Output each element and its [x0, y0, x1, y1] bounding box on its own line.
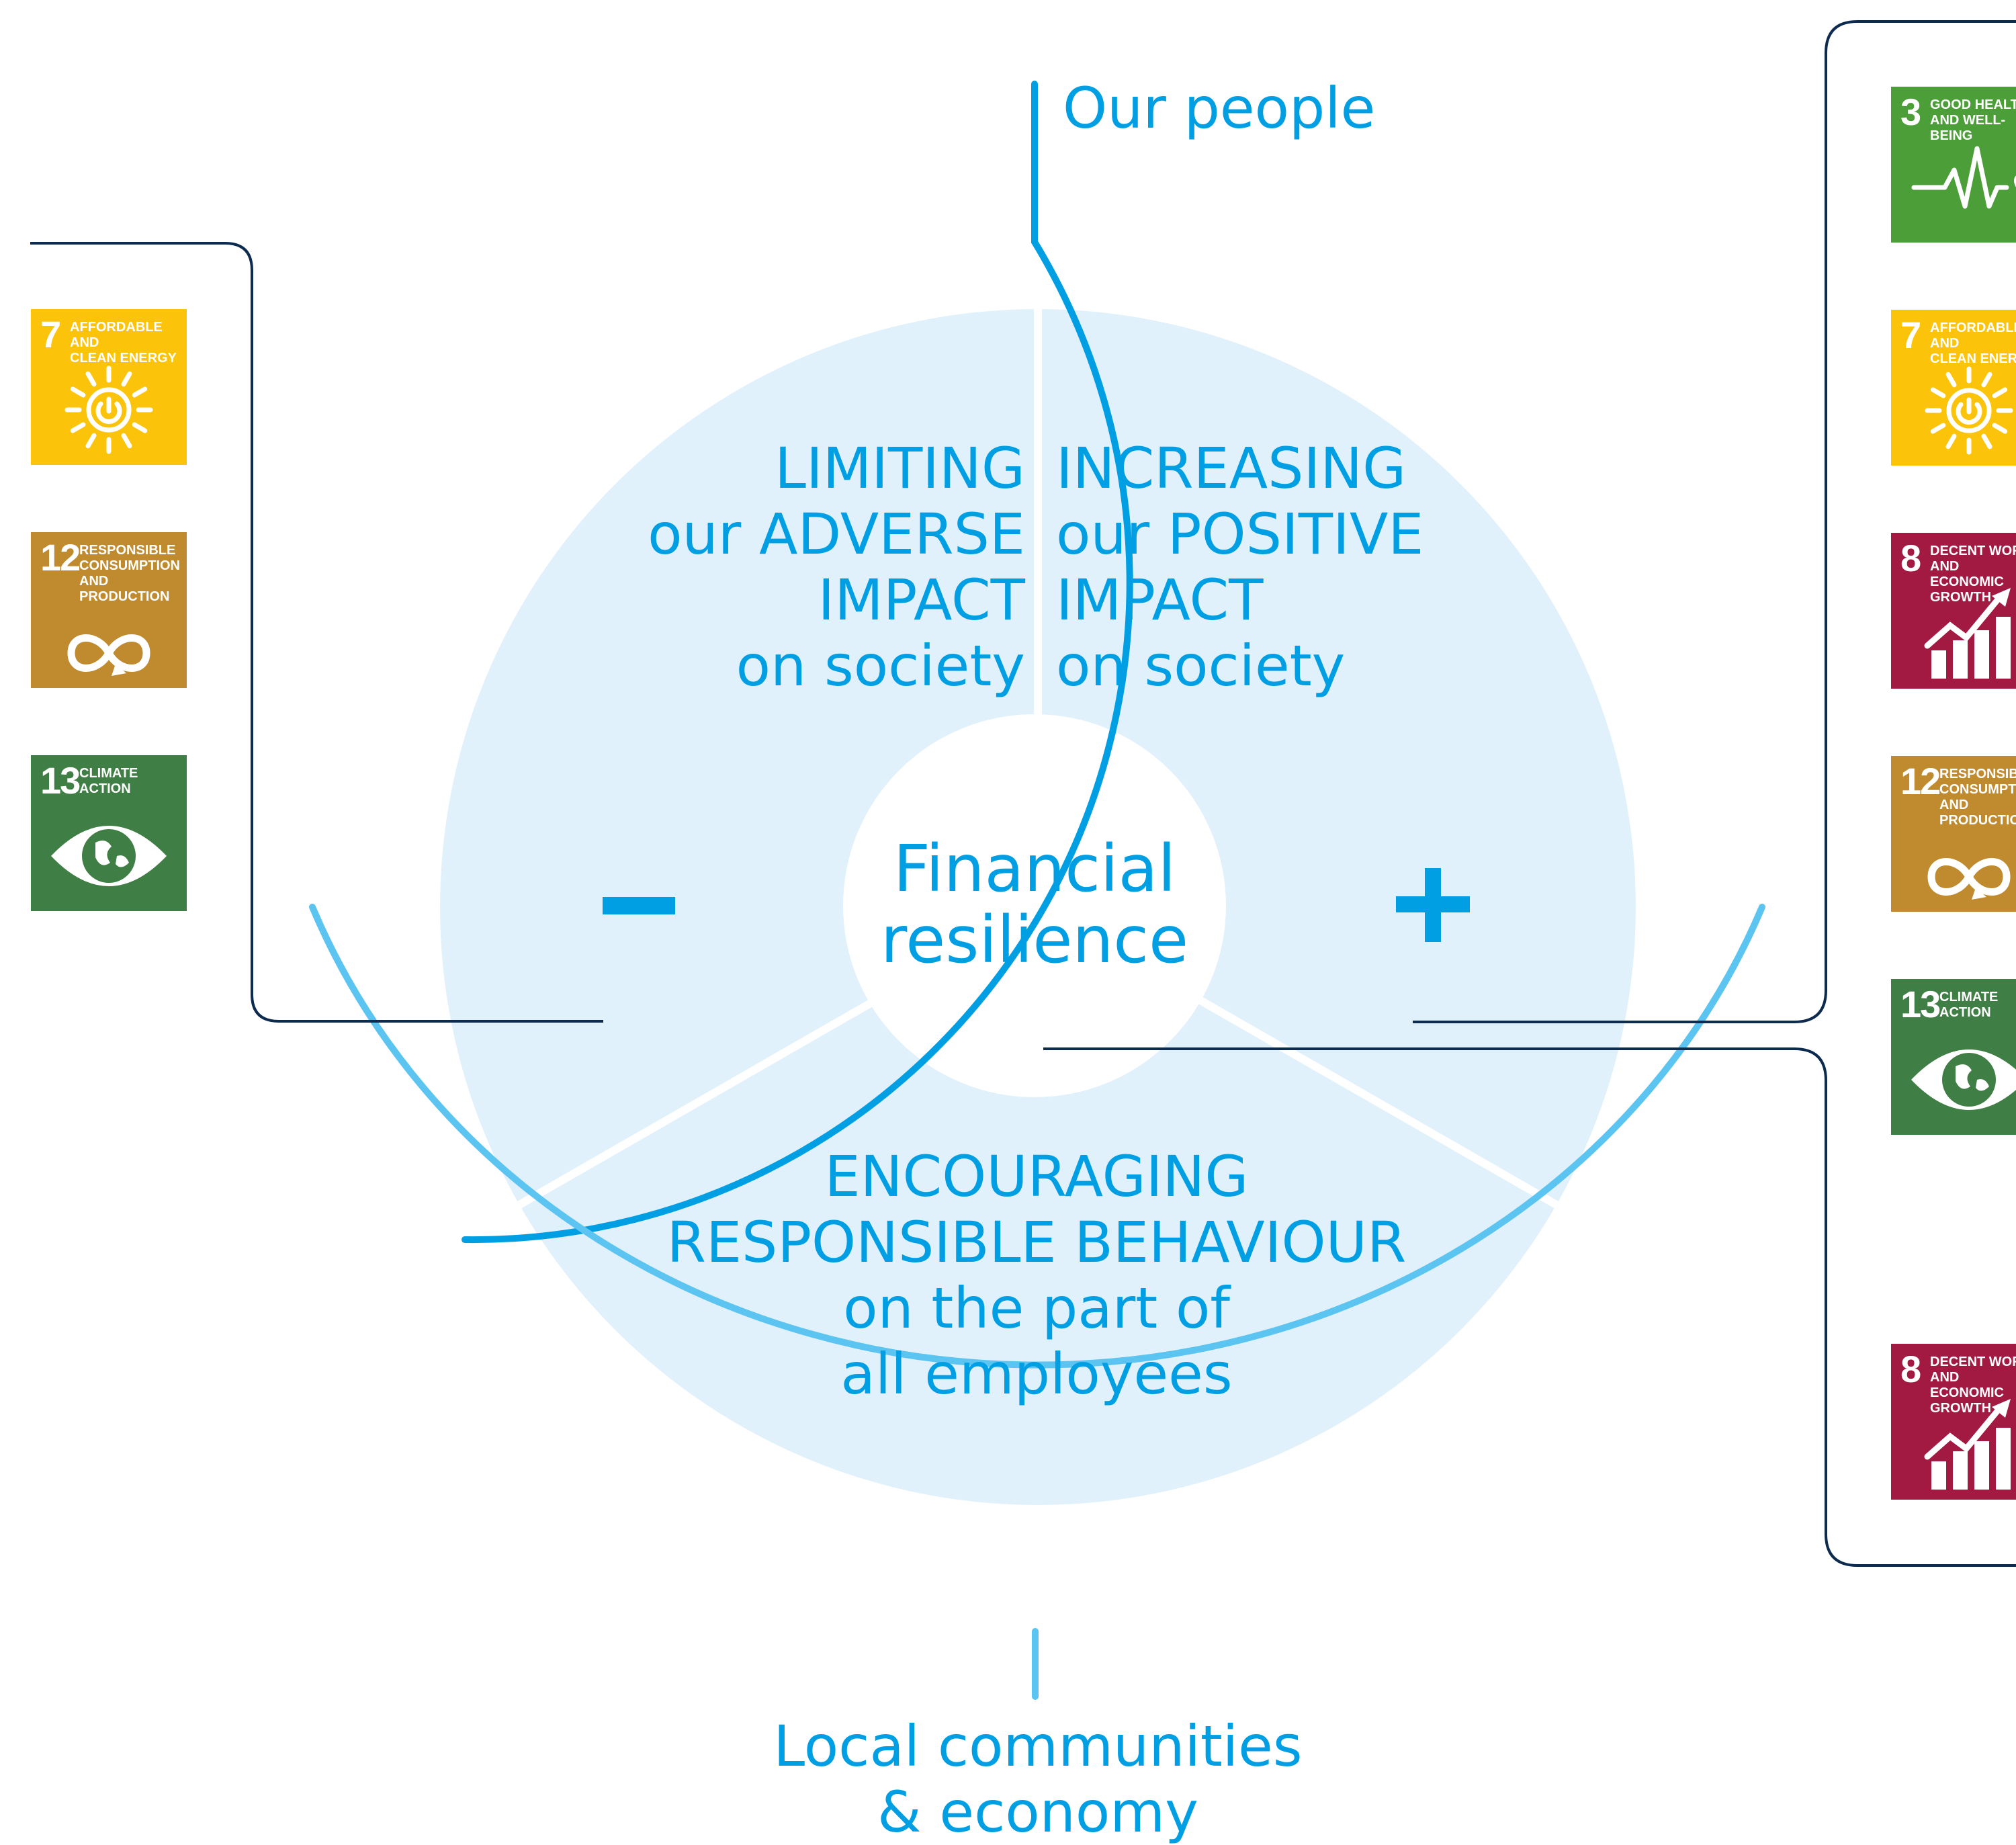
sdg-goal-number: 13 [40, 759, 81, 802]
segment-encouraging-behaviour: ENCOURAGING RESPONSIBLE BEHAVIOUR on the… [666, 1144, 1407, 1407]
sdg-goal-number: 12 [40, 536, 81, 578]
sun-power-icon [64, 366, 153, 454]
sdg-goal-number: 7 [1900, 314, 1921, 356]
earth-eye-icon [1911, 1049, 2016, 1110]
infinity-icon [67, 634, 150, 676]
sdg-goal-number: 8 [1900, 537, 1921, 579]
minus-sign-icon [603, 897, 675, 914]
segment-limiting-adverse: LIMITING our ADVERSE IMPACT on society [648, 435, 1025, 699]
sdg-goal-title: CLIMATE ACTION [1939, 990, 1999, 1020]
sdg-goal-number: 3 [1900, 91, 1921, 133]
right-goals-bottom-connector [1043, 1047, 2016, 1567]
sdg-goal-title: RESPONSIBLE CONSUMPTION AND PRODUCTION [79, 543, 180, 604]
plus-sign-icon-vertical [1425, 868, 1441, 942]
sdg-goal-title: GOOD HEALTH AND WELL-BEING [1930, 97, 2016, 143]
our-people-arc [462, 81, 1133, 1244]
sun-power-icon [1925, 366, 2013, 455]
local-communities-arc [309, 904, 1765, 1369]
sdg-goal-number: 7 [40, 313, 61, 355]
sdg-goal-title: DECENT WORK AND ECONOMIC GROWTH [1930, 544, 2016, 605]
sdg-goal-number: 13 [1900, 983, 1941, 1025]
left-goals-connector [30, 242, 603, 1023]
center-circle [843, 714, 1226, 1097]
sdg-goal-title: AFFORDABLE AND CLEAN ENERGY [70, 320, 177, 366]
segment-increasing-positive: INCREASING our POSITIVE IMPACT on societ… [1056, 435, 1424, 699]
right-goals-top-connector [1413, 20, 2016, 1023]
sdg-goal-title: RESPONSIBLE CONSUMPTION AND PRODUCTION [1939, 767, 2016, 828]
sdg-goal-title: CLIMATE ACTION [79, 766, 138, 796]
local-communities-label: Local communities & economy [773, 1713, 1303, 1845]
sdg-goal-title: DECENT WORK AND ECONOMIC GROWTH [1930, 1355, 2016, 1416]
infinity-icon [1927, 858, 2011, 900]
sdg-goal-title: AFFORDABLE AND CLEAN ENERGY [1930, 320, 2016, 366]
earth-eye-icon [51, 826, 167, 886]
our-people-label: Our people [1063, 75, 1376, 141]
financial-resilience-label: Financial resilience [880, 831, 1189, 978]
growth-chart-icon [1924, 1399, 2011, 1490]
sdg-goal-number: 12 [1900, 760, 1941, 802]
growth-chart-icon [1924, 588, 2011, 679]
sdg-goal-number: 8 [1900, 1348, 1921, 1390]
